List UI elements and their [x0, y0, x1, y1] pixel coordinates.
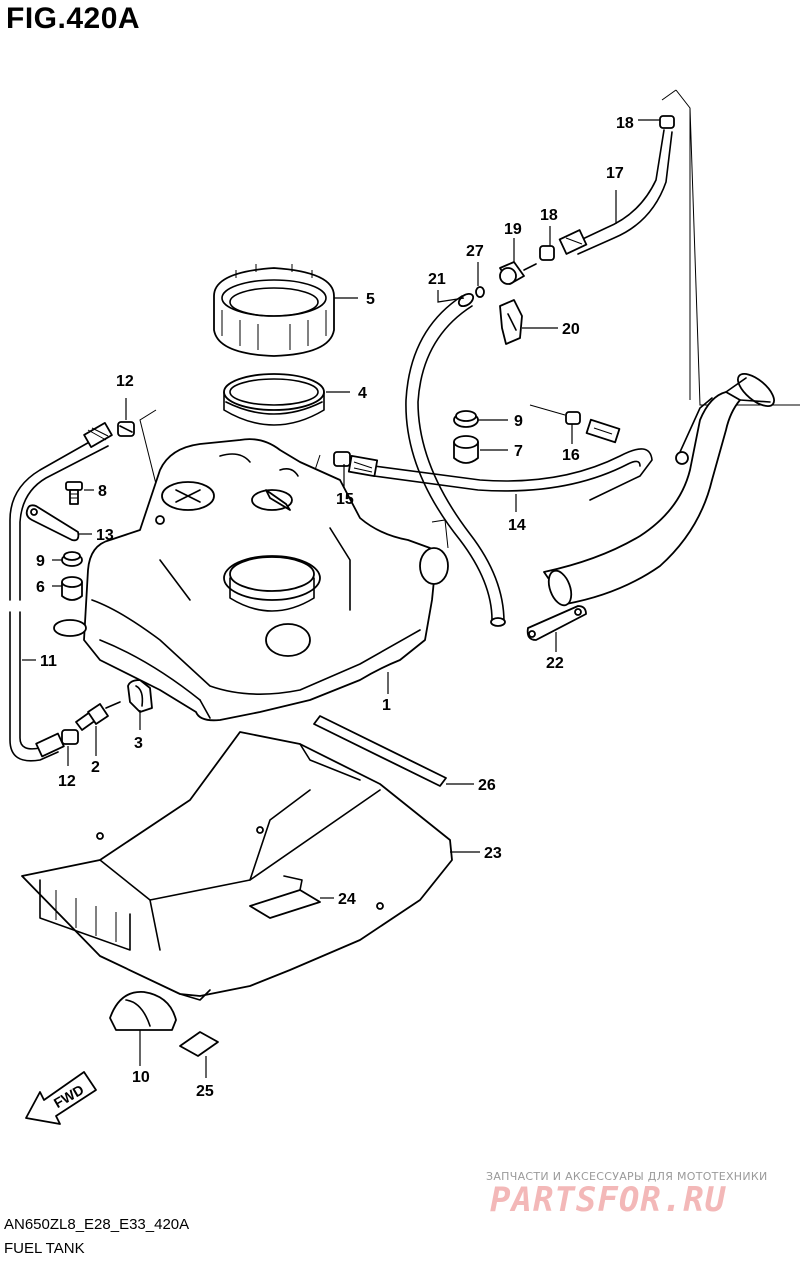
clamp-3 [127, 679, 153, 713]
clip-18-lower [539, 245, 555, 261]
clip-12-upper [117, 421, 135, 437]
clip-12-lower [61, 729, 79, 745]
label-part-12-upper: 12 [116, 373, 134, 390]
washer-27 [475, 286, 485, 298]
label-part-21: 21 [428, 271, 446, 288]
label-part-9-center: 9 [514, 413, 523, 430]
hose-21 [405, 292, 506, 627]
filler-neck [543, 373, 775, 607]
valve-2 [75, 701, 121, 731]
leader-lines [22, 119, 660, 1078]
label-part-17: 17 [606, 165, 624, 182]
label-part-11: 11 [40, 653, 57, 670]
label-part-9-left: 9 [36, 553, 45, 570]
label-part-27: 27 [466, 243, 484, 260]
label-part-15: 15 [336, 491, 354, 508]
grommet-9-left [61, 551, 83, 567]
label-part-3: 3 [134, 735, 143, 752]
strip-26 [313, 715, 447, 787]
label-part-24: 24 [338, 891, 356, 908]
label-part-26: 26 [478, 777, 496, 794]
lock-ring-5 [213, 264, 335, 357]
label-part-2: 2 [91, 759, 100, 776]
label-part-12-lower: 12 [58, 773, 76, 790]
breather-hose-11 [9, 422, 113, 762]
clip-16 [565, 411, 581, 425]
hose-17 [558, 129, 673, 255]
under-cover-23 [21, 731, 453, 1001]
label-part-14: 14 [508, 517, 526, 534]
label-part-7: 7 [514, 443, 523, 460]
grommet-9-center [453, 410, 479, 428]
bracket-20 [499, 299, 523, 345]
label-part-16: 16 [562, 447, 580, 464]
figure-name: FUEL TANK [4, 1240, 85, 1257]
valve-19 [499, 261, 537, 285]
label-part-22: 22 [546, 655, 564, 672]
label-part-19: 19 [504, 221, 522, 238]
label-part-25: 25 [196, 1083, 214, 1100]
clip-18-upper [659, 115, 675, 129]
pad-25 [179, 1031, 219, 1057]
watermark-logo: PARTSFOR.RU [490, 1180, 727, 1220]
cushion-6 [61, 576, 83, 601]
figure-title: FIG.420A [6, 2, 141, 35]
label-part-8: 8 [98, 483, 107, 500]
bracket-13 [25, 504, 80, 542]
label-part-20: 20 [562, 321, 580, 338]
label-part-10: 10 [132, 1069, 150, 1086]
cushion-7 [453, 435, 479, 464]
clamp-10 [109, 991, 177, 1031]
part-labels: 1 2 3 4 5 6 7 8 9 9 10 11 12 12 13 14 15… [36, 115, 634, 1100]
label-part-13: 13 [96, 527, 114, 544]
bracket-22 [526, 605, 587, 641]
ring-4 [223, 373, 325, 426]
label-part-23: 23 [484, 845, 502, 862]
fuel-tank-1 [53, 438, 449, 722]
watermark-tagline: ЗАПЧАСТИ И АКСЕССУАРЫ ДЛЯ МОТОТЕХНИКИ [486, 1170, 768, 1183]
label-part-6: 6 [36, 579, 45, 596]
label-part-18-lower: 18 [540, 207, 558, 224]
label-part-4: 4 [358, 385, 367, 402]
label-part-1: 1 [382, 697, 391, 714]
bolt-8 [65, 481, 83, 505]
figure-code: AN650ZL8_E28_E33_420A [4, 1216, 190, 1233]
label-part-5: 5 [366, 291, 375, 308]
fwd-arrow-icon: FWD [25, 1071, 97, 1125]
clip-15 [333, 451, 351, 467]
pad-24 [249, 875, 321, 919]
label-part-18-upper: 18 [616, 115, 634, 132]
hose-14 [347, 418, 653, 501]
